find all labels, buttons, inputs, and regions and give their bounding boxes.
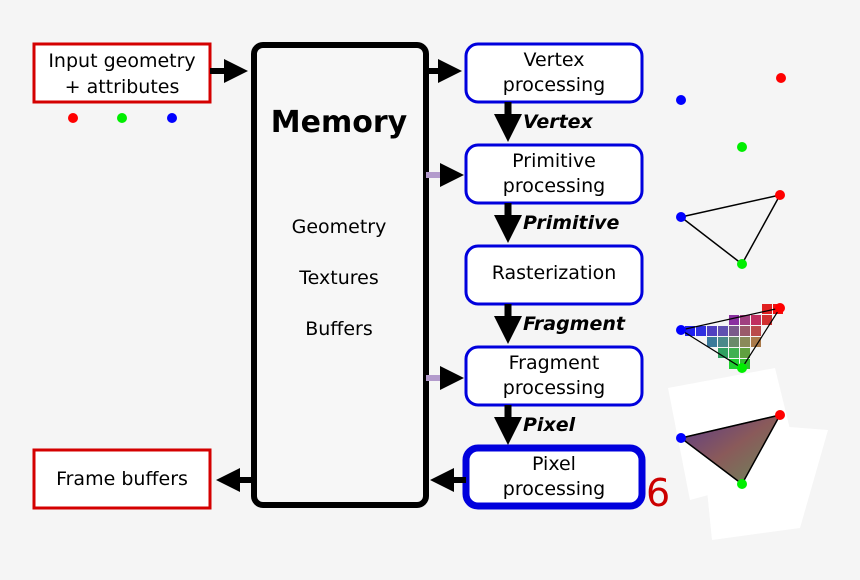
- input-geometry-line2: + attributes: [65, 76, 180, 98]
- stage-pixel-line1: Pixel: [532, 453, 576, 475]
- stage-pixel-line2: processing: [503, 478, 605, 500]
- attribute-dot-blue: [167, 113, 177, 123]
- stage-primitive-line2: processing: [503, 175, 605, 197]
- stage-rasterization-label: Rasterization: [492, 262, 617, 284]
- stage-vertex-line2: processing: [503, 74, 605, 96]
- triangle-primitive-illustration: [676, 190, 785, 269]
- flow-label-vertex: Vertex: [523, 111, 594, 133]
- attribute-dot-green: [117, 113, 127, 123]
- vertices-illustration: [676, 73, 786, 152]
- textured-pixels-illustration: [668, 368, 828, 540]
- frame-buffers-label: Frame buffers: [56, 468, 188, 490]
- attribute-dot-red: [68, 113, 78, 123]
- memory-item-buffers: Buffers: [305, 318, 373, 340]
- stage-primitive-line1: Primitive: [512, 150, 596, 172]
- stray-number-label: 6: [646, 471, 670, 515]
- memory-title: Memory: [271, 105, 408, 140]
- stage-fragment-line1: Fragment: [509, 352, 600, 374]
- vertex-dot-blue: [676, 95, 686, 105]
- memory-box: Memory Geometry Textures Buffers: [251, 42, 429, 508]
- stage-vertex-line1: Vertex: [523, 49, 584, 71]
- stage-vertex-processing: Vertex processing: [464, 42, 644, 104]
- stage-rasterization: Rasterization: [464, 244, 644, 306]
- rasterized-fragments-illustration: [676, 303, 785, 373]
- vertex-dot-red: [776, 73, 786, 83]
- stage-fragment-processing: Fragment processing: [464, 345, 644, 407]
- flow-label-fragment: Fragment: [523, 313, 626, 335]
- input-geometry-box: Input geometry + attributes: [32, 42, 212, 104]
- stage-primitive-processing: Primitive processing: [464, 143, 644, 205]
- input-geometry-line1: Input geometry: [48, 50, 195, 72]
- stage-pixel-processing: Pixel processing: [462, 444, 646, 510]
- vertex-dot-green: [737, 142, 747, 152]
- memory-item-geometry: Geometry: [292, 216, 387, 238]
- frame-buffers-box: Frame buffers: [32, 448, 212, 510]
- flow-label-pixel: Pixel: [523, 414, 576, 436]
- memory-item-textures: Textures: [298, 267, 378, 289]
- stage-fragment-line2: processing: [503, 377, 605, 399]
- flow-label-primitive: Primitive: [523, 212, 620, 234]
